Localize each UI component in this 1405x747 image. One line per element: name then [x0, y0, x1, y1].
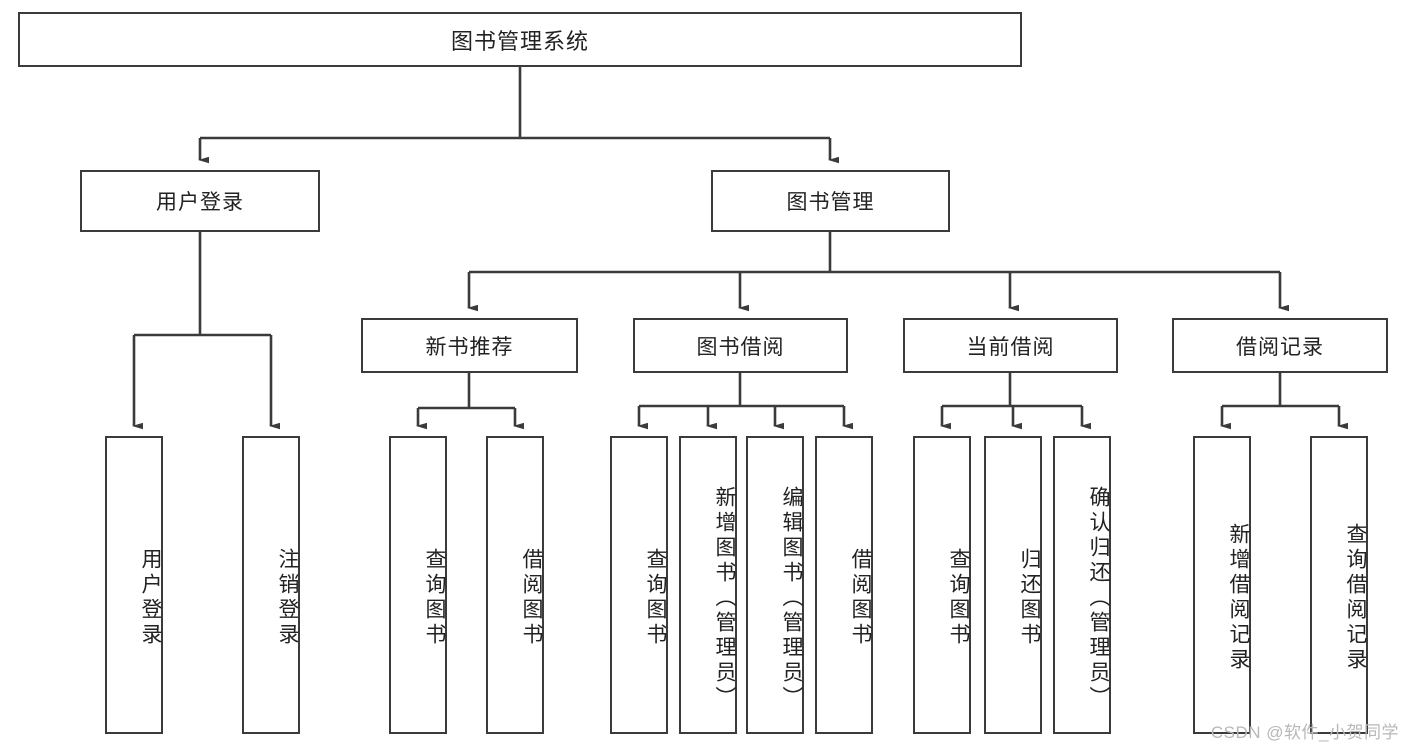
- node-current-borrow[interactable]: 当前借阅: [903, 318, 1118, 373]
- node-leaf-logout-login[interactable]: 注销登录: [242, 436, 300, 734]
- node-book-borrow[interactable]: 图书借阅: [633, 318, 848, 373]
- csdn-watermark: CSDN @软件_小贺同学: [1210, 723, 1399, 742]
- node-leaf-query-book-1[interactable]: 查询图书: [389, 436, 447, 734]
- node-user-login[interactable]: 用户登录: [80, 170, 320, 232]
- node-leaf-query-book-3[interactable]: 查询图书: [913, 436, 971, 734]
- node-leaf-user-login[interactable]: 用户登录: [105, 436, 163, 734]
- node-leaf-query-book-2[interactable]: 查询图书: [610, 436, 668, 734]
- node-leaf-add-borrow-record[interactable]: 新增借阅记录: [1193, 436, 1251, 734]
- node-leaf-borrow-book-1[interactable]: 借阅图书: [486, 436, 544, 734]
- node-borrow-record[interactable]: 借阅记录: [1172, 318, 1388, 373]
- node-leaf-borrow-book-2[interactable]: 借阅图书: [815, 436, 873, 734]
- node-root-system[interactable]: 图书管理系统: [18, 12, 1022, 67]
- node-leaf-query-borrow-record[interactable]: 查询借阅记录: [1310, 436, 1368, 734]
- node-leaf-return-book[interactable]: 归还图书: [984, 436, 1042, 734]
- node-book-management[interactable]: 图书管理: [711, 170, 950, 232]
- node-new-book-recommend[interactable]: 新书推荐: [361, 318, 578, 373]
- node-leaf-add-book-admin[interactable]: 新增图书（管理员）: [679, 436, 737, 734]
- node-leaf-edit-book-admin[interactable]: 编辑图书（管理员）: [746, 436, 804, 734]
- node-leaf-confirm-return-admin[interactable]: 确认归还（管理员）: [1053, 436, 1111, 734]
